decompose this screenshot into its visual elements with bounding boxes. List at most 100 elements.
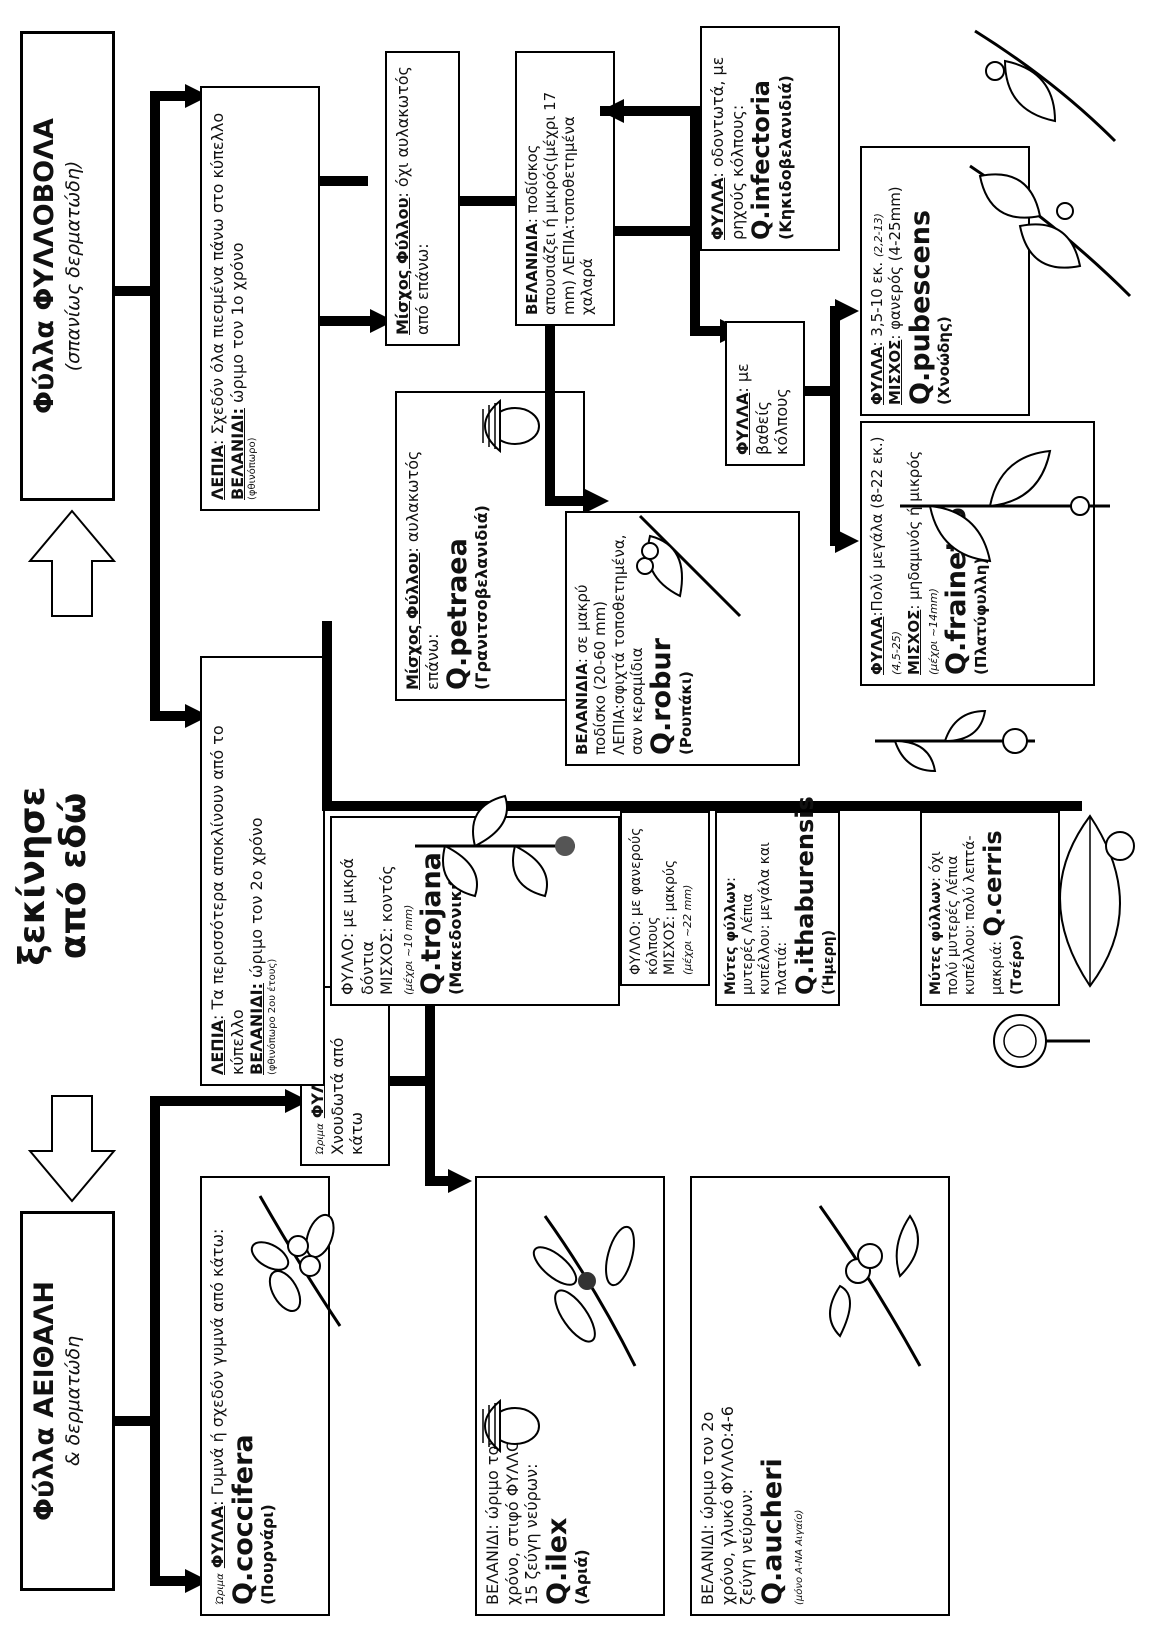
connector — [613, 226, 693, 236]
acorn-label: ΒΕΛΑΝΙΔΙ: — [247, 983, 267, 1075]
oak-branch-icon — [620, 506, 750, 626]
acorn-text: ώριμο τον 1ο χρόνο — [227, 242, 247, 409]
connector — [425, 1176, 450, 1186]
common-name: (Χνοώδης) — [934, 316, 953, 405]
tips-label: Μύτες φύλλων — [723, 881, 739, 995]
connector — [690, 226, 700, 336]
arrow-head — [835, 529, 859, 553]
leaf-icon — [1035, 806, 1145, 996]
connector — [545, 496, 585, 506]
acorn-text: ώριμο τον 2ο χρόνο — [247, 817, 267, 984]
scales-label: ΛΕΠΙΑ — [208, 444, 227, 500]
connector — [150, 1576, 190, 1586]
common-name: (Κηκιδοβελανιδιά) — [776, 75, 796, 240]
deciduous-header: Φύλλα ΦΥΛΛΟΒΟΛΑ (σπανίως δερματώδη) — [20, 31, 115, 501]
connector — [690, 106, 700, 236]
common-name: (Τσέρο) — [1008, 934, 1025, 995]
connector — [318, 176, 368, 186]
aucheri-text: ΒΕΛΑΝΙΔΙ: ώριμο τον 2ο χρόνο, γλυκό ΦΥΛΛ… — [698, 1406, 757, 1605]
deciduous-subtitle: (σπανίως δερματώδη) — [61, 160, 84, 372]
connector — [150, 1096, 160, 1586]
connector — [115, 1416, 153, 1426]
start-line2: από εδώ — [53, 792, 95, 960]
size-note: (μέχρι ~10 mm) — [401, 904, 415, 995]
acorn-icon — [455, 391, 545, 461]
arrow-head — [585, 489, 609, 513]
acorn-icon — [455, 1391, 545, 1461]
petiole-label: Μίσχος Φύλλου — [393, 197, 412, 335]
trojana-text2: ΜΙΣΧΟΣ: κοντός — [377, 865, 397, 995]
acorn-label: ΒΕΛΑΝΙΔΙ: — [227, 408, 247, 500]
mature-note: Ώριμα — [215, 1573, 226, 1605]
scales-label: ΛΕΠΙΑ — [208, 1019, 227, 1075]
deep-lobes-box: ΦΥΛΛΑ: με βαθείς κόλπους — [725, 321, 805, 466]
scales-flat-box: ΛΕΠΙΑ: Σχεδόν όλα πιεσμένα πάνω στο κύπε… — [200, 86, 320, 511]
connector — [318, 316, 373, 326]
connector — [150, 91, 190, 101]
species-name: Q.ithaburensis — [791, 796, 820, 995]
scales-text: : Σχεδόν όλα πιεσμένα πάνω στο κύπελλο — [208, 112, 227, 445]
connector — [388, 1076, 428, 1086]
pubescens-text1: : 3,5-10 εκ. — [868, 257, 886, 347]
range-note: (μόνο Α-ΝΑ Αιγαίο) — [793, 1509, 805, 1605]
oak-branch-icon — [955, 21, 1135, 151]
double-arrow-icon — [25, 506, 120, 1206]
season-note: (φθινόπωρο) — [247, 437, 259, 500]
oak-branch-icon — [890, 436, 1120, 576]
connector — [150, 91, 160, 721]
oak-branch-icon — [405, 786, 585, 906]
oak-branch-icon — [800, 1196, 940, 1376]
connector — [830, 306, 840, 546]
deciduous-title: Φύλλα ΦΥΛΛΟΒΟΛΑ — [29, 118, 60, 414]
coccifera-text: : Γυμνά ή σχεδόν γυμνά από κάτω: — [208, 1228, 227, 1506]
oak-branch-icon — [980, 1001, 1100, 1081]
species-name: Q.pubescens — [904, 209, 936, 405]
common-name: (Ήμερη) — [820, 929, 837, 995]
connector — [115, 286, 153, 296]
species-name: Q.cerris — [979, 830, 1008, 937]
leaves-label: ΦΥΛΛΑ — [708, 177, 727, 240]
arrow-head — [600, 99, 624, 123]
start-label: ξεκίνησε από εδώ — [12, 726, 95, 1026]
size-note: (2,2-13) — [872, 213, 885, 258]
trojana-text1: ΦΥΛΛΟ: με μικρά δόντια — [338, 858, 377, 995]
size-note: (μέχρι ~14mm) — [926, 588, 940, 675]
frainetto-text1: :Πολύ μεγάλα (8-22 εκ.) — [868, 436, 886, 617]
evergreen-subtitle: & δερματώδη — [61, 1335, 84, 1467]
evergreen-header: Φύλλα ΑΕΙΘΑΛΗ & δερματώδη — [20, 1211, 115, 1591]
acorns-label: ΒΕΛΑΝΙΔΙΑ — [573, 663, 591, 755]
size-note: (μέχρι ~22 mm) — [681, 884, 695, 975]
arrow-head — [835, 299, 859, 323]
species-name: Q.aucheri — [756, 1458, 788, 1605]
infectoria-box: ΦΥΛΛΑ: οδοντωτά, με ρηχούς κόλπους: Q.in… — [700, 26, 840, 251]
lobed-macedonica-box: ΦΥΛΛΟ: με φανερούς κόλπους ΜΙΣΧΟΣ: μακρύ… — [620, 811, 710, 986]
evergreen-title: Φύλλα ΑΕΙΘΑΛΗ — [29, 1280, 60, 1522]
pubescens-text2: : φανερός (4-25mm) — [886, 186, 905, 340]
arrow-head — [448, 1169, 472, 1193]
ithaburensis-box: Μύτες φύλλων: μυτερές Λέπια κυπέλλου: με… — [715, 796, 840, 1006]
oak-branch-icon — [525, 1206, 655, 1376]
size-note: (4,5-25) — [890, 630, 904, 675]
season-note: (φθινόπωρο 2ου έτους) — [266, 958, 278, 1075]
tips-label: Μύτες φύλλων — [928, 881, 944, 995]
connector — [322, 621, 332, 811]
leaves-label: ΦΥΛΛΑ — [208, 1505, 227, 1569]
macedonica-text2: ΜΙΣΧΟΣ: μακρύς — [662, 859, 679, 975]
connector — [150, 711, 190, 721]
start-line1: ξεκίνησε — [12, 786, 53, 966]
leaves-label: ΦΥΛΛΑ — [733, 392, 752, 455]
petiole-label: Μίσχος Φύλλου — [403, 552, 422, 690]
species-name: Q.infectoria — [747, 80, 776, 240]
connector — [803, 386, 833, 396]
oak-branch-icon — [960, 156, 1140, 306]
oak-branch-icon — [240, 1186, 360, 1336]
connector — [150, 1096, 290, 1106]
macedonica-text1: ΦΥΛΛΟ: με φανερούς κόλπους — [628, 827, 662, 975]
short-peduncle-box: ΒΕΛΑΝΙΔΙΑ: ποδίσκος απουσιάζει ή μικρός(… — [515, 51, 615, 326]
petiole-no-box: Μίσχος Φύλλου: όχι αυλακωτός από επάνω: — [385, 51, 460, 346]
leaves-label: ΦΥΛΛΑ — [868, 616, 886, 675]
petiole-label: ΜΙΣΧΟΣ — [904, 609, 923, 675]
leaves-label: ΦΥΛΛΑ — [868, 346, 886, 405]
petiole-label: ΜΙΣΧΟΣ — [886, 339, 905, 405]
